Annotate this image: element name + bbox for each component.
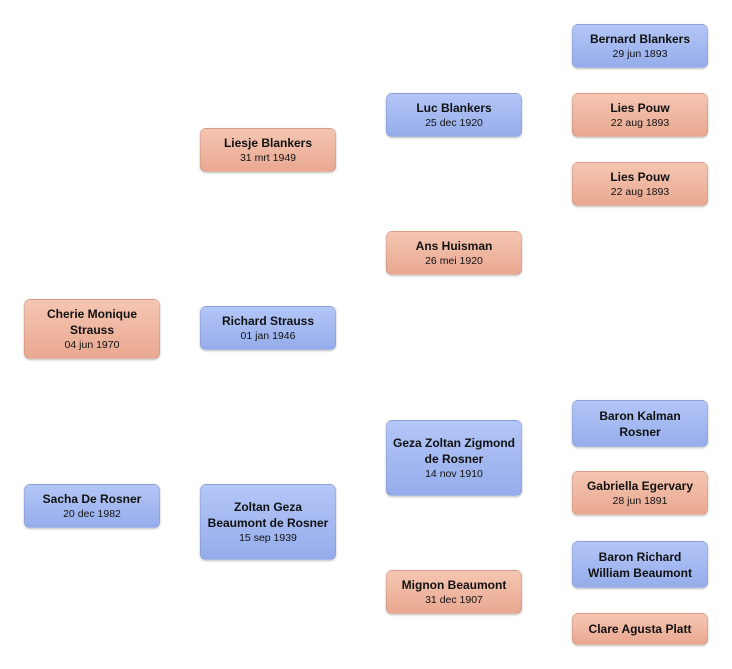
person-card-bernard[interactable]: Bernard Blankers 29 jun 1893 bbox=[572, 24, 708, 68]
person-name: Zoltan Geza Beaumont de Rosner bbox=[207, 500, 329, 530]
person-birth-date: 28 jun 1891 bbox=[612, 495, 668, 507]
person-name: Lies Pouw bbox=[610, 101, 670, 115]
person-birth-date: 14 nov 1910 bbox=[425, 468, 483, 480]
person-card-baron-richard[interactable]: Baron Richard William Beaumont bbox=[572, 541, 708, 588]
person-card-lies-pouw-1[interactable]: Lies Pouw 22 aug 1893 bbox=[572, 93, 708, 137]
person-name: Ans Huisman bbox=[415, 239, 493, 253]
person-card-geza[interactable]: Geza Zoltan Zigmond de Rosner 14 nov 191… bbox=[386, 420, 522, 496]
person-name: Mignon Beaumont bbox=[401, 578, 507, 592]
person-card-liesje[interactable]: Liesje Blankers 31 mrt 1949 bbox=[200, 128, 336, 172]
person-birth-date: 25 dec 1920 bbox=[425, 117, 483, 129]
person-name: Liesje Blankers bbox=[223, 136, 313, 150]
person-name: Baron Richard William Beaumont bbox=[588, 549, 692, 580]
person-card-gabriella[interactable]: Gabriella Egervary 28 jun 1891 bbox=[572, 471, 708, 515]
person-name: Gabriella Egervary bbox=[586, 479, 694, 493]
person-card-zoltan[interactable]: Zoltan Geza Beaumont de Rosner 15 sep 19… bbox=[200, 484, 336, 560]
person-birth-date: 04 jun 1970 bbox=[64, 339, 120, 351]
person-name: Sacha De Rosner bbox=[42, 492, 142, 506]
person-birth-date: 31 mrt 1949 bbox=[239, 152, 297, 164]
person-card-mignon[interactable]: Mignon Beaumont 31 dec 1907 bbox=[386, 570, 522, 614]
person-birth-date: 01 jan 1946 bbox=[240, 330, 296, 342]
person-name: Lies Pouw bbox=[610, 170, 670, 184]
person-birth-date: 22 aug 1893 bbox=[610, 117, 670, 129]
person-card-richard[interactable]: Richard Strauss 01 jan 1946 bbox=[200, 306, 336, 350]
person-card-luc[interactable]: Luc Blankers 25 dec 1920 bbox=[386, 93, 522, 137]
person-card-sacha[interactable]: Sacha De Rosner 20 dec 1982 bbox=[24, 484, 160, 528]
person-card-kalman[interactable]: Baron Kalman Rosner bbox=[572, 400, 708, 447]
person-name: Bernard Blankers bbox=[589, 32, 691, 46]
person-birth-date: 15 sep 1939 bbox=[239, 532, 297, 544]
person-birth-date: 26 mei 1920 bbox=[425, 255, 483, 267]
person-name: Cherie Monique Strauss bbox=[46, 307, 137, 337]
person-name: Luc Blankers bbox=[416, 101, 492, 115]
person-birth-date: 29 jun 1893 bbox=[612, 48, 668, 60]
person-birth-date: 31 dec 1907 bbox=[425, 594, 483, 606]
person-card-cherie[interactable]: Cherie Monique Strauss 04 jun 1970 bbox=[24, 299, 160, 359]
person-birth-date: 20 dec 1982 bbox=[63, 508, 121, 520]
person-name: Geza Zoltan Zigmond de Rosner bbox=[393, 436, 515, 466]
person-name: Richard Strauss bbox=[221, 314, 315, 328]
person-card-clare[interactable]: Clare Agusta Platt bbox=[572, 613, 708, 645]
person-name: Baron Kalman Rosner bbox=[599, 408, 681, 439]
person-name: Clare Agusta Platt bbox=[588, 622, 692, 636]
person-birth-date: 22 aug 1893 bbox=[610, 186, 670, 198]
person-card-lies-pouw-2[interactable]: Lies Pouw 22 aug 1893 bbox=[572, 162, 708, 206]
person-card-ans[interactable]: Ans Huisman 26 mei 1920 bbox=[386, 231, 522, 275]
